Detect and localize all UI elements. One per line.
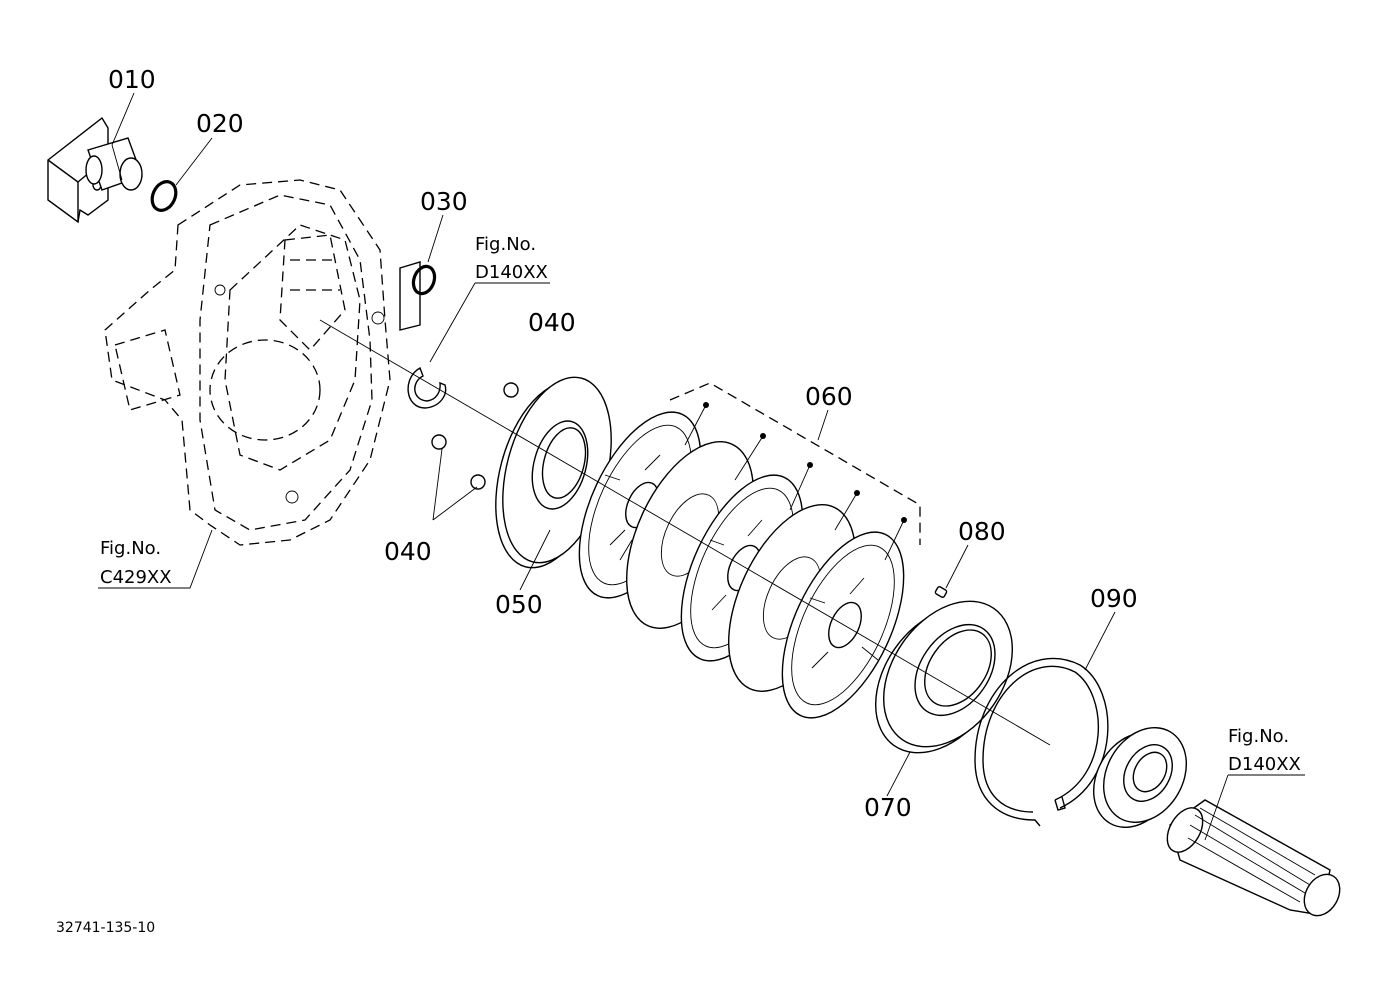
label-010: 010 xyxy=(108,65,156,94)
part-number-labels: 010 020 030 040 040 050 060 070 080 090 xyxy=(108,65,1138,822)
center-axis-line xyxy=(319,319,1051,746)
part-080-pin xyxy=(934,586,948,598)
splined-shaft xyxy=(1166,799,1341,917)
label-030: 030 xyxy=(420,187,468,216)
ball-bearing xyxy=(1092,727,1188,828)
fig-ref-shaft-code: D140XX xyxy=(1228,754,1301,775)
transmission-housing xyxy=(104,179,391,546)
part-020-o-ring xyxy=(150,180,178,212)
label-050: 050 xyxy=(495,590,543,619)
label-020: 020 xyxy=(196,109,244,138)
part-060-friction-disc-set xyxy=(578,382,921,719)
fig-ref-snap-ring-label: Fig.No. xyxy=(475,234,536,255)
fig-ref-snap-ring-code: D140XX xyxy=(475,262,548,283)
label-090: 090 xyxy=(1090,584,1138,613)
part-090-large-snap-ring xyxy=(974,657,1109,827)
label-070: 070 xyxy=(864,793,912,822)
label-040-top: 040 xyxy=(528,308,576,337)
label-040-bottom: 040 xyxy=(384,537,432,566)
part-010-bracket-pin xyxy=(47,116,143,224)
part-030-snap-ring xyxy=(399,261,437,331)
fig-ref-housing-label: Fig.No. xyxy=(100,538,161,559)
leader-lines xyxy=(98,92,1305,841)
part-070-piston xyxy=(874,600,1014,754)
snap-ring-d140xx xyxy=(407,366,447,409)
figure-reference-labels: Fig.No. C429XX Fig.No. D140XX Fig.No. D1… xyxy=(100,234,1301,775)
label-060: 060 xyxy=(805,382,853,411)
part-040-balls xyxy=(431,382,519,490)
drawing-number: 32741-135-10 xyxy=(56,920,155,936)
fig-ref-housing-code: C429XX xyxy=(100,567,172,588)
fig-ref-shaft-label: Fig.No. xyxy=(1228,726,1289,747)
label-080: 080 xyxy=(958,517,1006,546)
